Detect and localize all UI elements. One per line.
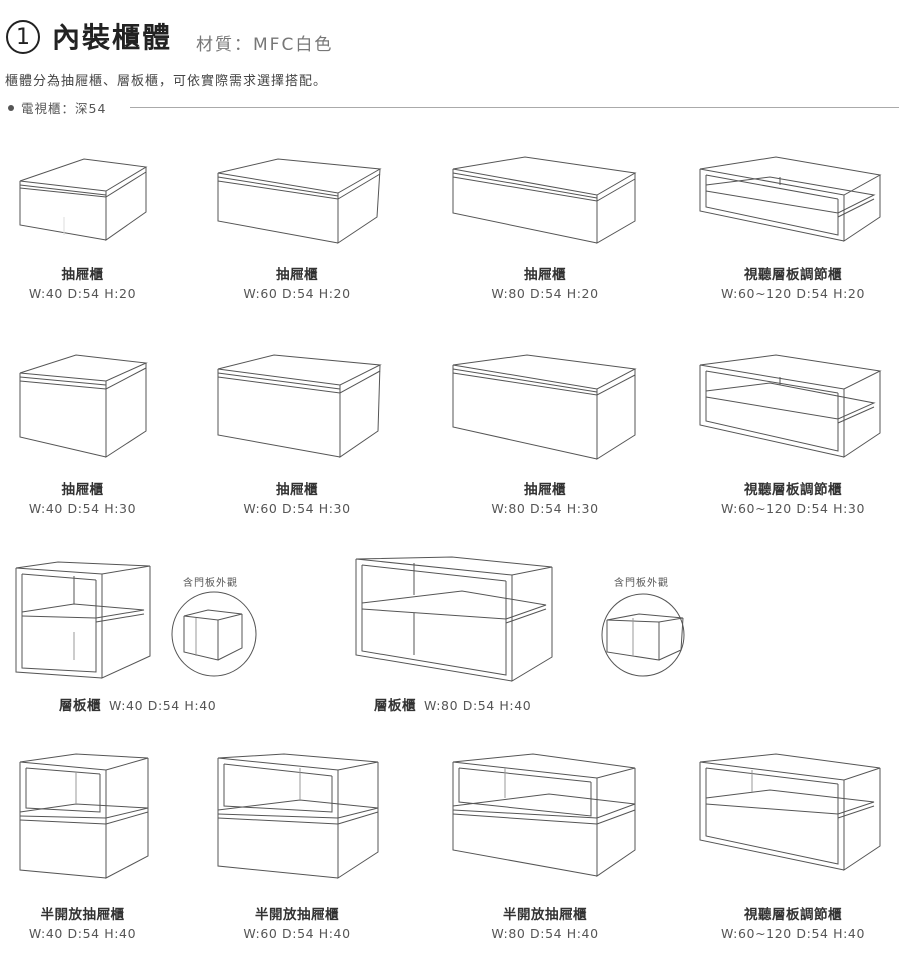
product-dimensions: W:60~120 D:54 H:20 [720,286,866,301]
product-name: 視聽層板調節櫃 [744,907,842,923]
product-name: 抽屜櫃 [61,482,104,498]
drawer-cabinet-illustration [449,155,639,247]
product-dimensions: W:40 D:54 H:40 [28,926,137,941]
product-label: 抽屜櫃 W:60 D:54 H:30 [232,478,362,516]
product-dimensions: W:60 D:54 H:20 [243,286,351,301]
product-label: 層板櫃 W:40 D:54 H:40 [59,694,216,714]
product-label: 抽屜櫃 W:60 D:54 H:20 [232,263,362,301]
product-name: 抽屜櫃 [524,482,566,498]
product-name: 視聽層板調節櫃 [744,267,842,283]
product-label: 半開放抽屜櫃 W:40 D:54 H:40 [15,903,150,941]
bullet-icon [8,104,14,111]
av-adjustable-shelf-cabinet-illustration [696,752,886,874]
semi-open-drawer-cabinet-illustration [214,752,382,882]
product-dimensions: W:60~120 D:54 H:30 [720,501,866,516]
product-name: 抽屜櫃 [524,267,566,283]
product-label: 視聽層板調節櫃 W:60~120 D:54 H:20 [713,263,873,301]
product-name: 層板櫃 [374,698,416,714]
product-dimensions: W:60 D:54 H:40 [243,926,351,941]
product-dimensions: W:40 D:54 H:30 [28,501,137,516]
section-number: 1 [16,24,30,50]
shelf-cabinet-illustration [14,560,154,682]
drawer-cabinet-illustration [16,353,151,463]
description: 櫃體分為抽屜櫃、層板櫃，可依實際需求選擇搭配。 [5,74,328,89]
tv-cabinet-label: 電視櫃：深54 [21,101,107,116]
product-label: 視聽層板調節櫃 W:60~120 D:54 H:30 [713,478,873,516]
semi-open-drawer-cabinet-illustration [16,752,151,882]
product-dimensions: W:80 D:54 H:40 [491,926,599,941]
product-label: 半開放抽屜櫃 W:80 D:54 H:40 [480,903,610,941]
door-panel-view-illustration [599,592,687,678]
product-dimensions: W:40 D:54 H:40 [109,698,217,713]
product-dimensions: W:60~120 D:54 H:40 [720,926,866,941]
product-name: 半開放抽屜櫃 [255,907,339,923]
door-caption: 含門板外觀 [614,578,669,589]
product-label: 半開放抽屜櫃 W:60 D:54 H:40 [232,903,362,941]
material-label: 材質：MFC白色 [196,35,334,55]
product-name: 半開放抽屜櫃 [40,907,125,923]
shelf-cabinet-illustration [352,555,557,683]
section-number-badge: 1 [6,20,40,54]
drawer-cabinet-illustration [449,353,639,463]
product-label: 視聽層板調節櫃 W:60~120 D:54 H:40 [713,903,873,941]
product-dimensions: W:40 D:54 H:20 [28,286,137,301]
product-name: 視聽層板調節櫃 [744,482,842,498]
product-label: 抽屜櫃 W:40 D:54 H:20 [20,263,145,301]
av-adjustable-shelf-cabinet-illustration [696,155,886,245]
drawer-cabinet-illustration [214,155,384,247]
product-name: 抽屜櫃 [61,267,104,283]
door-panel-view-illustration [170,590,258,678]
product-dimensions: W:80 D:54 H:20 [491,286,599,301]
page-title: 內裝櫃體 [52,21,173,54]
tv-cabinet-heading: 電視櫃：深54 [5,98,106,117]
product-name: 層板櫃 [59,698,101,714]
product-name: 半開放抽屜櫃 [503,907,587,923]
av-adjustable-shelf-cabinet-illustration [696,353,886,463]
semi-open-drawer-cabinet-illustration [449,752,639,880]
product-name: 抽屜櫃 [276,267,318,283]
product-label: 抽屜櫃 W:80 D:54 H:30 [480,478,610,516]
divider [130,107,899,108]
product-label: 抽屜櫃 W:40 D:54 H:30 [20,478,145,516]
product-dimensions: W:80 D:54 H:30 [491,501,599,516]
product-label: 層板櫃 W:80 D:54 H:40 [374,694,531,714]
door-caption: 含門板外觀 [183,578,238,589]
product-dimensions: W:60 D:54 H:30 [243,501,351,516]
product-name: 抽屜櫃 [276,482,318,498]
drawer-cabinet-illustration [16,155,151,245]
product-label: 抽屜櫃 W:80 D:54 H:20 [480,263,610,301]
product-dimensions: W:80 D:54 H:40 [424,698,532,713]
drawer-cabinet-illustration [214,353,384,463]
